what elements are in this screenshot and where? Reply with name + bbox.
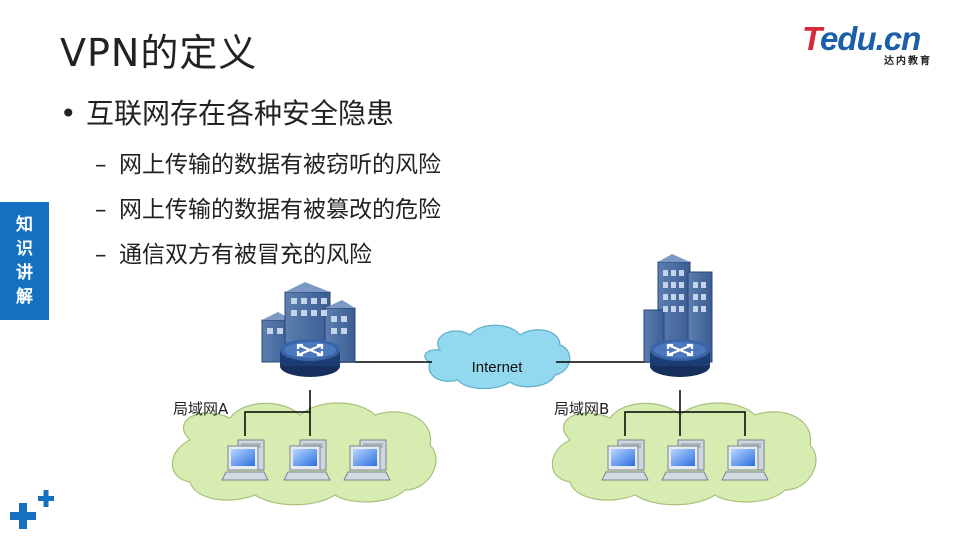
router-a-icon	[278, 337, 342, 379]
sub-dash: –	[95, 152, 107, 178]
tedu-logo: Tedu.cn 达内教育	[802, 20, 942, 68]
sub-dash: –	[95, 197, 107, 223]
pc-icon	[661, 439, 709, 481]
router-b-icon	[648, 337, 712, 379]
logo-main-text: Tedu.cn	[802, 20, 921, 57]
internet-cloud	[424, 324, 571, 390]
pc-icon	[343, 439, 391, 481]
sub-dash: –	[95, 242, 107, 268]
lan-b-label: 局域网B	[554, 400, 610, 418]
sub-item: –网上传输的数据有被篡改的危险	[95, 190, 441, 224]
side-tab-knowledge: 知 识 讲 解	[0, 202, 49, 320]
pc-icon	[721, 439, 769, 481]
main-bullet: • 互联网存在各种安全隐患	[60, 92, 394, 132]
sub-text: 网上传输的数据有被篡改的危险	[119, 197, 441, 223]
lan-a-label: 局域网A	[173, 400, 229, 418]
bullet-text: 互联网存在各种安全隐患	[86, 97, 395, 130]
plus-decoration-icon	[10, 490, 54, 529]
page-title: VPN的定义	[60, 31, 258, 75]
internet-label: Internet	[472, 359, 524, 376]
logo-sub-text: 达内教育	[884, 56, 932, 67]
sub-text: 通信双方有被冒充的风险	[119, 242, 372, 268]
pc-icon	[283, 439, 331, 481]
sub-item: –通信双方有被冒充的风险	[95, 235, 372, 269]
pc-icon	[221, 439, 269, 481]
bullet-dot: •	[60, 97, 77, 130]
pc-icon	[601, 439, 649, 481]
sub-item: –网上传输的数据有被窃听的风险	[95, 145, 441, 179]
sub-text: 网上传输的数据有被窃听的风险	[119, 152, 441, 178]
